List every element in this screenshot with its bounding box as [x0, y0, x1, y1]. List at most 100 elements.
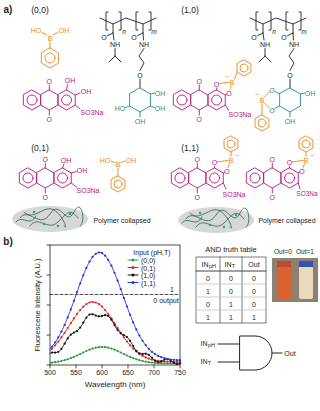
- legend-sample: [128, 282, 138, 283]
- atom-label: O: [197, 78, 202, 85]
- table-cell: 1: [229, 313, 233, 320]
- atom-label: B: [229, 157, 234, 164]
- atom-label: O: [195, 194, 200, 201]
- table-title: AND truth table: [205, 246, 256, 254]
- atom-label: O: [43, 156, 48, 163]
- legend-entry: (0,1): [141, 264, 155, 271]
- atom-label: O: [281, 34, 286, 41]
- atom-label: O: [224, 168, 229, 175]
- repeat-index: n: [122, 29, 126, 36]
- axis-title: Wavelength (nm): [85, 381, 146, 389]
- atom-label: O: [47, 78, 52, 85]
- atom-label: O: [269, 87, 274, 94]
- legend-sample: [132, 274, 135, 277]
- axis-tick: 700: [148, 369, 160, 376]
- table-cell: 0: [252, 300, 256, 307]
- atom-label: HO: [115, 105, 126, 112]
- atom-label: OH: [126, 157, 137, 164]
- charge-sign: −: [310, 152, 314, 159]
- table-cell: 0: [229, 274, 233, 281]
- gate-input: T: [208, 361, 211, 367]
- atom-label: OH: [59, 27, 70, 34]
- atom-label: NH: [139, 41, 149, 48]
- atom-label: OH: [135, 118, 146, 125]
- atom-label: B: [260, 97, 265, 104]
- atom-label: B: [48, 35, 53, 42]
- table-header: pH: [209, 264, 216, 270]
- state-note: Polymer collapsed: [258, 217, 315, 224]
- atom-label: OH: [155, 105, 166, 112]
- photo-label: Out=0: [274, 249, 292, 256]
- atom-label: O: [47, 116, 52, 123]
- legend-sample: [132, 266, 135, 269]
- legend-sample: [128, 267, 138, 268]
- legend-entry: (1,0): [141, 272, 155, 279]
- condition-label: (0,1): [31, 144, 48, 153]
- table-cell: 0: [252, 287, 256, 294]
- atom-label: O: [269, 107, 274, 114]
- spectrum-curve: [50, 302, 180, 362]
- table-cell: 1: [229, 300, 233, 307]
- repeat-index: m: [151, 29, 156, 36]
- atom-label: OH: [65, 77, 76, 84]
- atom-label: SO3Na: [223, 191, 246, 198]
- table-cell: 1: [206, 313, 210, 320]
- atom-label: O: [270, 156, 275, 163]
- atom-label: O: [131, 34, 136, 41]
- atom-label: O: [287, 72, 292, 79]
- table-cell: 0: [206, 300, 210, 307]
- atom-label: O: [226, 90, 231, 97]
- atom-label: SO3Na: [296, 191, 317, 198]
- atom-label: HO: [100, 157, 111, 164]
- axis-tick: 750: [174, 369, 186, 376]
- legend-sample: [132, 259, 135, 262]
- atom-label: OH: [305, 90, 316, 97]
- table-header: IN: [225, 261, 232, 268]
- spectrum-curve: [50, 253, 180, 361]
- gate-output: Out: [284, 350, 295, 357]
- axis-tick: 600: [96, 369, 108, 376]
- charge-sign: −: [255, 91, 259, 98]
- atom-label: O: [287, 159, 292, 166]
- atom-label: OH: [285, 118, 296, 125]
- legend-sample: [128, 275, 138, 276]
- threshold-label: 1: [170, 286, 174, 293]
- condition-label: (1,0): [181, 6, 198, 15]
- atom-label: HO: [31, 27, 42, 34]
- atom-label: SO3Na: [77, 187, 100, 194]
- photo-label: Out=1: [296, 249, 314, 256]
- axis-title: Fluorescene Intensity (A.U.): [34, 259, 42, 352]
- spectrum-curve: [50, 347, 180, 364]
- axis-tick: 650: [122, 369, 134, 376]
- panel-letter: a): [4, 5, 13, 15]
- legend-sample: [128, 260, 138, 261]
- atom-label: O: [195, 156, 200, 163]
- atom-label: O: [214, 81, 219, 88]
- atom-label: O: [43, 194, 48, 201]
- atom-label: NH: [260, 41, 270, 48]
- table-cell: 0: [229, 287, 233, 294]
- charge-sign: −: [225, 73, 229, 80]
- atom-label: B: [116, 161, 121, 168]
- condition-label: (1,1): [181, 144, 198, 153]
- atom-label: B: [304, 157, 309, 164]
- atom-label: O: [137, 72, 142, 79]
- atom-label: O: [197, 116, 202, 123]
- atom-label: OH: [61, 157, 72, 164]
- charge-sign: −: [235, 152, 239, 159]
- panel-letter: b): [3, 237, 12, 247]
- repeat-index: n: [272, 29, 276, 36]
- atom-label: O: [251, 34, 256, 41]
- atom-label: O: [101, 34, 106, 41]
- atom-label: NH: [289, 41, 299, 48]
- atom-label: NH: [110, 41, 120, 48]
- legend-entry: (1,1): [141, 279, 155, 286]
- legend-entry: (0,0): [141, 257, 155, 264]
- atom-label: OH: [155, 90, 166, 97]
- atom-label: O: [299, 168, 304, 175]
- repeat-index: m: [301, 29, 306, 36]
- atom-label: O: [212, 159, 217, 166]
- state-note: Polymer collapsed: [93, 217, 150, 224]
